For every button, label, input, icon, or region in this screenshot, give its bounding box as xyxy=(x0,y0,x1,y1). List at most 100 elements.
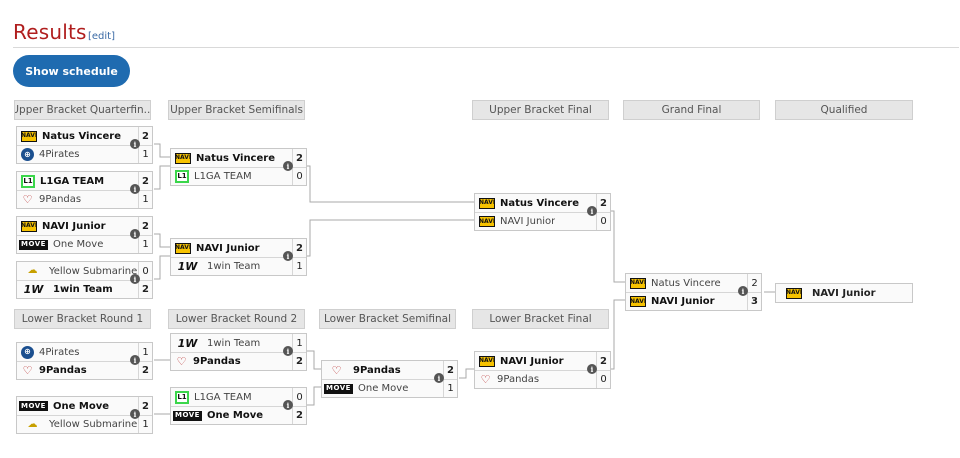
navi-logo-icon: NAVI xyxy=(786,287,802,299)
team-name: NAVI Junior xyxy=(651,296,715,307)
header-lower-bracket-round-1: Lower Bracket Round 1 xyxy=(14,309,151,329)
l1ga-logo-icon: L1 xyxy=(21,174,35,188)
match-info-icon[interactable]: i xyxy=(434,373,444,383)
9pandas-logo-icon: ♡ xyxy=(22,364,33,377)
team-score: 2 xyxy=(292,149,306,167)
team-score: 2 xyxy=(747,274,761,292)
1win-logo-icon: 1W xyxy=(177,336,198,350)
navi-logo-icon: NAVI xyxy=(21,130,37,142)
team-score: 1 xyxy=(138,191,152,208)
team-score: 2 xyxy=(138,281,152,298)
onemove-logo-icon: MOVE xyxy=(173,410,202,421)
l1ga-logo-icon: L1 xyxy=(175,390,189,404)
team-score: 2 xyxy=(292,353,306,370)
team-name: 9Pandas xyxy=(39,194,82,205)
match-info-icon[interactable]: i xyxy=(130,355,140,365)
team-slot[interactable]: ♡9Pandas 0 xyxy=(475,370,610,388)
team-name: Natus Vincere xyxy=(42,130,121,142)
team-name: 9Pandas xyxy=(497,374,540,385)
match-info-icon[interactable]: i xyxy=(130,184,140,194)
team-slot[interactable]: 1W 1win Team 2 xyxy=(17,280,152,298)
team-slot[interactable]: ☁Yellow Submarine 1 xyxy=(17,415,152,433)
team-name: 4Pirates xyxy=(39,149,80,160)
navi-logo-icon: NAVI xyxy=(479,355,495,367)
team-name: 9Pandas xyxy=(193,356,241,367)
team-name: NAVI Junior xyxy=(42,220,106,232)
team-score: 1 xyxy=(292,334,306,352)
team-slot[interactable]: ♡ 9Pandas 2 xyxy=(171,352,306,370)
team-score: 2 xyxy=(138,362,152,379)
onemove-logo-icon: MOVE xyxy=(19,239,48,250)
l1ga-logo-icon: L1 xyxy=(175,170,189,183)
team-name: 1win Team xyxy=(53,284,113,295)
match-info-icon[interactable]: i xyxy=(283,346,293,356)
9pandas-logo-icon: ♡ xyxy=(176,355,187,368)
9pandas-logo-icon: ♡ xyxy=(22,193,33,206)
team-slot[interactable]: ☁Yellow Submarine 0 xyxy=(17,262,152,280)
team-score: 1 xyxy=(138,236,152,253)
team-slot[interactable]: ♡ 9Pandas 1 xyxy=(17,190,152,208)
team-name: Natus Vincere xyxy=(651,277,721,289)
header-upper-bracket-semifinals: Upper Bracket Semifinals xyxy=(168,100,305,120)
match-info-icon[interactable]: i xyxy=(283,400,293,410)
qualified-team[interactable]: NAVI NAVI Junior xyxy=(775,283,913,303)
team-slot[interactable]: ♡9Pandas 2 xyxy=(322,361,457,379)
match-info-icon[interactable]: i xyxy=(130,139,140,149)
team-score: 1 xyxy=(138,343,152,361)
match-info-icon[interactable]: i xyxy=(738,286,748,296)
match-info-icon[interactable]: i xyxy=(130,274,140,284)
1win-logo-icon: 1W xyxy=(23,283,44,296)
yellow-submarine-logo-icon: ☁ xyxy=(27,418,38,430)
page-title: Results xyxy=(13,20,87,44)
team-score: 0 xyxy=(138,262,152,280)
4pirates-logo-icon: ⊕ xyxy=(21,148,34,161)
team-name: 4Pirates xyxy=(39,346,80,358)
team-score: 0 xyxy=(596,213,610,230)
team-score: 3 xyxy=(747,293,761,310)
match-ubqf-4: ☁Yellow Submarine 0 1W 1win Team 2 xyxy=(16,261,153,299)
match-info-icon[interactable]: i xyxy=(130,229,140,239)
edit-link[interactable]: [edit] xyxy=(88,31,116,42)
team-slot[interactable]: ⊕4Pirates 1 xyxy=(17,145,152,163)
team-slot[interactable]: NAVI Natus Vincere 2 xyxy=(171,149,306,167)
match-info-icon[interactable]: i xyxy=(283,161,293,171)
team-name: 9Pandas xyxy=(39,365,87,376)
team-name: L1GA TEAM xyxy=(194,391,252,403)
header-upper-bracket-final: Upper Bracket Final xyxy=(472,100,609,120)
team-score: 2 xyxy=(292,407,306,424)
team-name: One Move xyxy=(358,383,409,394)
team-slot[interactable]: ♡ 9Pandas 2 xyxy=(17,361,152,379)
team-name: Natus Vincere xyxy=(196,152,275,164)
team-score: 2 xyxy=(138,397,152,415)
match-info-icon[interactable]: i xyxy=(130,409,140,419)
header-upper-bracket-quarterfinals: Upper Bracket Quarterfin... xyxy=(14,100,151,120)
match-info-icon[interactable]: i xyxy=(587,206,597,216)
match-info-icon[interactable]: i xyxy=(283,251,293,261)
header-grand-final: Grand Final xyxy=(623,100,760,120)
team-score: 2 xyxy=(292,239,306,257)
navi-logo-icon: NAVI xyxy=(479,216,495,227)
9pandas-logo-icon: ♡ xyxy=(480,373,491,386)
team-slot[interactable]: ⊕4Pirates 1 xyxy=(17,343,152,361)
show-schedule-button[interactable]: Show schedule xyxy=(13,55,130,87)
navi-logo-icon: NAVI xyxy=(175,152,191,164)
match-info-icon[interactable]: i xyxy=(587,364,597,374)
